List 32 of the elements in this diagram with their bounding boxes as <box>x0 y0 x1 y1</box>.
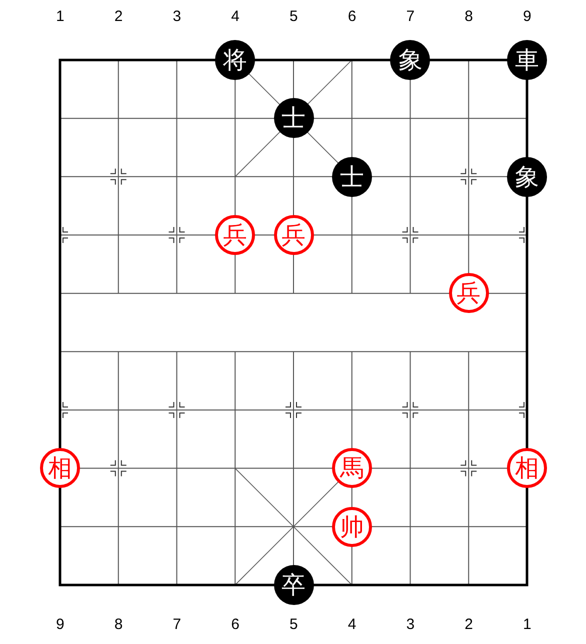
game-piece: 兵 <box>274 214 314 255</box>
game-piece: 将 <box>215 40 256 80</box>
column-number: 7 <box>172 617 182 633</box>
game-piece: 車 <box>507 40 547 80</box>
column-number: 8 <box>114 617 123 633</box>
column-number: 5 <box>290 617 298 633</box>
game-piece: 象 <box>390 40 430 80</box>
game-piece: 相 <box>507 448 547 488</box>
column-number: 9 <box>56 617 64 633</box>
column-number: 1 <box>523 617 532 633</box>
game-piece: 象 <box>507 156 547 197</box>
column-number: 4 <box>231 9 240 25</box>
column-number: 2 <box>464 617 473 633</box>
column-number: 2 <box>114 9 123 25</box>
game-piece: 士 <box>332 156 372 197</box>
game-piece: 士 <box>274 98 314 138</box>
column-number: 9 <box>523 9 532 25</box>
column-number: 7 <box>406 9 415 25</box>
game-piece: 卒 <box>274 564 314 605</box>
game-piece: 相 <box>40 448 80 488</box>
game-piece: 帅 <box>332 506 372 547</box>
column-number: 3 <box>406 617 415 633</box>
game-piece: 馬 <box>332 448 372 488</box>
column-number: 1 <box>56 9 64 25</box>
column-number: 8 <box>464 9 473 25</box>
column-number: 4 <box>348 617 356 633</box>
game-piece: 兵 <box>448 273 489 314</box>
column-number: 5 <box>290 9 298 25</box>
column-number: 6 <box>348 9 356 25</box>
column-number: 3 <box>172 9 182 25</box>
column-number: 6 <box>231 617 240 633</box>
game-piece: 兵 <box>215 214 256 255</box>
